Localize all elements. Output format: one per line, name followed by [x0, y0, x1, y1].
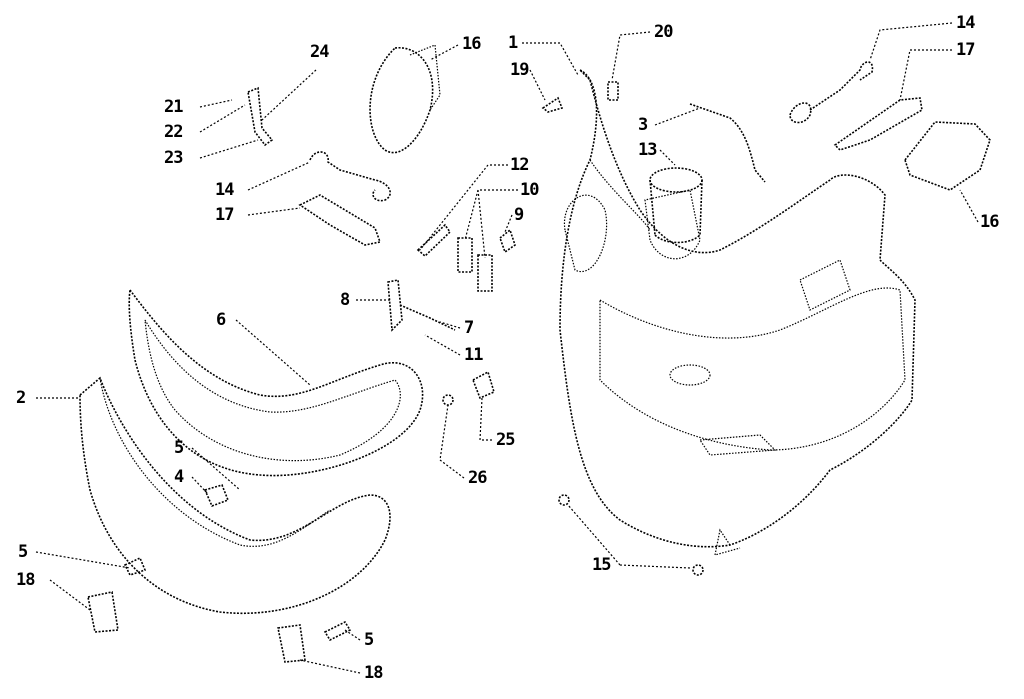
callout-17: 17	[215, 205, 235, 225]
callout-16: 16	[462, 34, 482, 54]
callout-1: 1	[508, 33, 518, 53]
inner-panel-part	[128, 287, 424, 477]
latch-part	[471, 370, 495, 400]
clip-part	[123, 556, 147, 576]
cable-part	[689, 103, 766, 183]
callout-8: 8	[340, 290, 350, 310]
callout-25: 25	[496, 430, 516, 450]
front-shield-part	[559, 69, 916, 556]
screw-part	[692, 564, 704, 576]
callout-15: 15	[592, 555, 612, 575]
spring-part	[499, 228, 516, 254]
switch-part	[457, 237, 473, 273]
callout-14: 14	[215, 180, 235, 200]
callout-7: 7	[464, 318, 474, 338]
left-bracket-part	[298, 151, 391, 246]
callout-13: 13	[638, 140, 658, 160]
screw-part	[442, 394, 454, 406]
callout-23: 23	[164, 148, 184, 168]
callout-17: 17	[956, 40, 976, 60]
bracket-part	[277, 624, 306, 663]
callout-16: 16	[980, 212, 1000, 232]
callout-21: 21	[164, 97, 184, 117]
callout-10: 10	[520, 180, 540, 200]
callout-9: 9	[514, 205, 524, 225]
callout-2: 2	[16, 388, 26, 408]
callout-5: 5	[18, 542, 28, 562]
callout-5: 5	[174, 438, 184, 458]
callout-18: 18	[16, 570, 36, 590]
clip-part	[607, 81, 619, 101]
glovebox-cup-part	[649, 167, 703, 244]
leader-lines	[35, 22, 979, 674]
callout-5: 5	[364, 630, 374, 650]
right-bracket-part	[789, 61, 991, 191]
headlight-part	[369, 44, 441, 154]
callout-24: 24	[310, 42, 330, 62]
bracket-part	[87, 591, 119, 633]
callout-14: 14	[956, 13, 976, 33]
callout-26: 26	[468, 468, 488, 488]
callout-19: 19	[510, 60, 530, 80]
small-bracket-part	[247, 86, 274, 147]
callout-12: 12	[510, 155, 530, 175]
rod-part	[416, 223, 452, 258]
screw-part	[541, 96, 564, 113]
callout-3: 3	[638, 115, 648, 135]
clip-part	[323, 620, 352, 642]
callout-11: 11	[464, 345, 484, 365]
lever-part	[387, 279, 456, 332]
screw-part	[558, 494, 570, 506]
callout-20: 20	[654, 22, 674, 42]
callout-18: 18	[364, 663, 384, 683]
lower-panel-part	[79, 376, 391, 615]
switch-part	[477, 254, 493, 292]
callout-6: 6	[216, 310, 226, 330]
callout-22: 22	[164, 122, 184, 142]
callout-4: 4	[174, 467, 184, 487]
